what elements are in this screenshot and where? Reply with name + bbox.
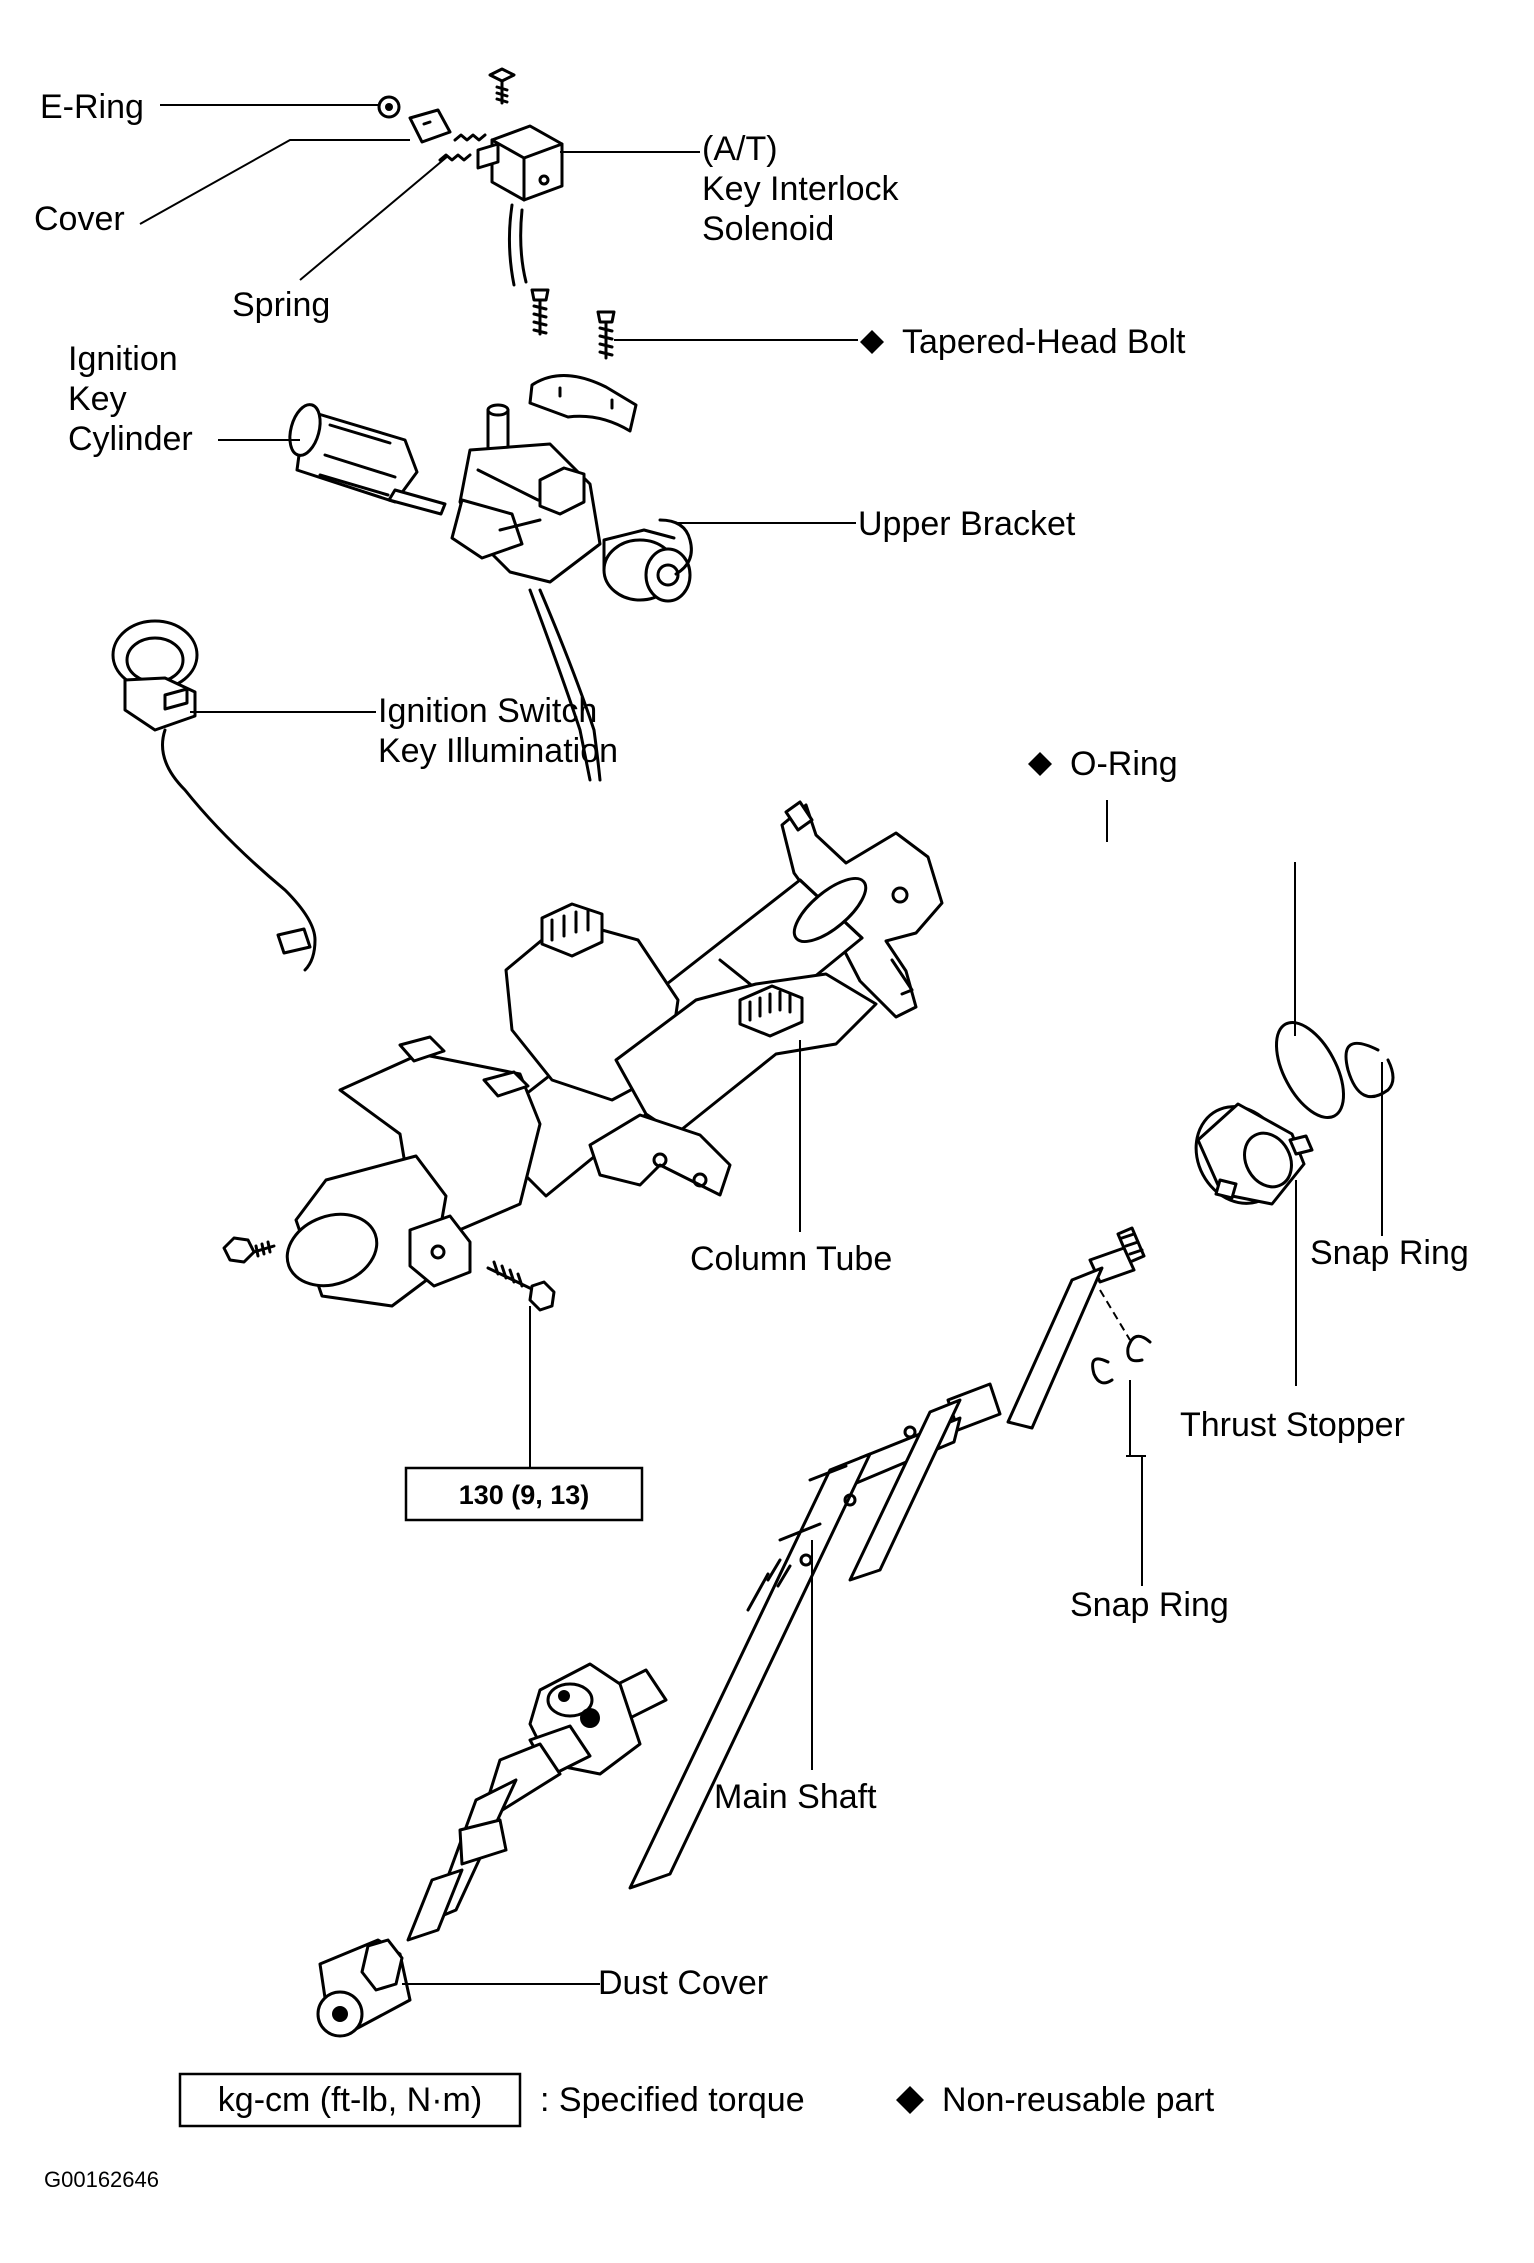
label-e-ring: E-Ring [40, 88, 144, 126]
upper-bracket-part [450, 403, 693, 782]
label-solenoid-line3: Solenoid [702, 210, 834, 248]
label-key-cylinder-line3: Cylinder [68, 420, 193, 458]
figure-code: G00162646 [44, 2167, 159, 2192]
snap-ring-upper-part [1344, 1041, 1395, 1099]
label-upper-bracket: Upper Bracket [858, 505, 1076, 543]
key-cylinder-part [288, 403, 447, 516]
bracket-cap-part [528, 374, 638, 433]
label-solenoid-line1: (A/T) [702, 130, 778, 168]
label-o-ring: O-Ring [1070, 745, 1178, 783]
diamond-icon [860, 330, 884, 354]
torque-spec-value: 130 (9, 13) [459, 1480, 590, 1510]
label-thrust-stopper: Thrust Stopper [1180, 1406, 1405, 1444]
label-solenoid-line2: Key Interlock [702, 170, 900, 208]
legend-nonreusable: Non-reusable part [942, 2081, 1215, 2119]
legend: kg-cm (ft-lb, N·m) : Specified torque No… [178, 2072, 1215, 2128]
cover-part [408, 108, 452, 144]
snap-ring-lower-part [1091, 1289, 1152, 1385]
label-ignition-switch-line2: Key Illumination [378, 732, 618, 770]
dust-cover-part [316, 1938, 412, 2038]
e-ring-part [377, 95, 401, 119]
spring-part [438, 133, 487, 162]
o-ring-part [1274, 1020, 1346, 1120]
label-tapered-head-bolt: Tapered-Head Bolt [902, 323, 1186, 361]
label-dust-cover: Dust Cover [598, 1964, 768, 2002]
column-tube-part [285, 800, 944, 1308]
thrust-stopper-part [1194, 1102, 1314, 1206]
label-ignition-switch-line1: Ignition Switch [378, 692, 597, 730]
tapered-bolt-left [530, 288, 550, 336]
diamond-icon [896, 2086, 924, 2114]
label-key-cylinder-line2: Key [68, 380, 127, 418]
label-column-tube: Column Tube [690, 1240, 892, 1278]
label-cover: Cover [34, 200, 125, 238]
ignition-switch-part [111, 619, 317, 972]
label-main-shaft: Main Shaft [714, 1778, 877, 1816]
solenoid-part [476, 124, 564, 287]
screw-part-top [488, 67, 516, 105]
legend-unit-box: kg-cm (ft-lb, N·m) [218, 2081, 482, 2119]
diamond-icon [1028, 752, 1052, 776]
label-key-cylinder-line1: Ignition [68, 340, 178, 378]
label-snap-ring-upper: Snap Ring [1310, 1234, 1469, 1272]
main-shaft-part [406, 1226, 1146, 1942]
column-bolt-torque [486, 1260, 556, 1312]
legend-unit-desc: : Specified torque [540, 2081, 805, 2119]
leader-lines [139, 104, 1383, 1985]
label-spring: Spring [232, 286, 330, 324]
torque-spec-box: 130 (9, 13) [404, 1466, 644, 1522]
tapered-bolt-right [596, 310, 616, 360]
column-bolt-left [222, 1236, 276, 1264]
label-snap-ring-lower: Snap Ring [1070, 1586, 1229, 1624]
